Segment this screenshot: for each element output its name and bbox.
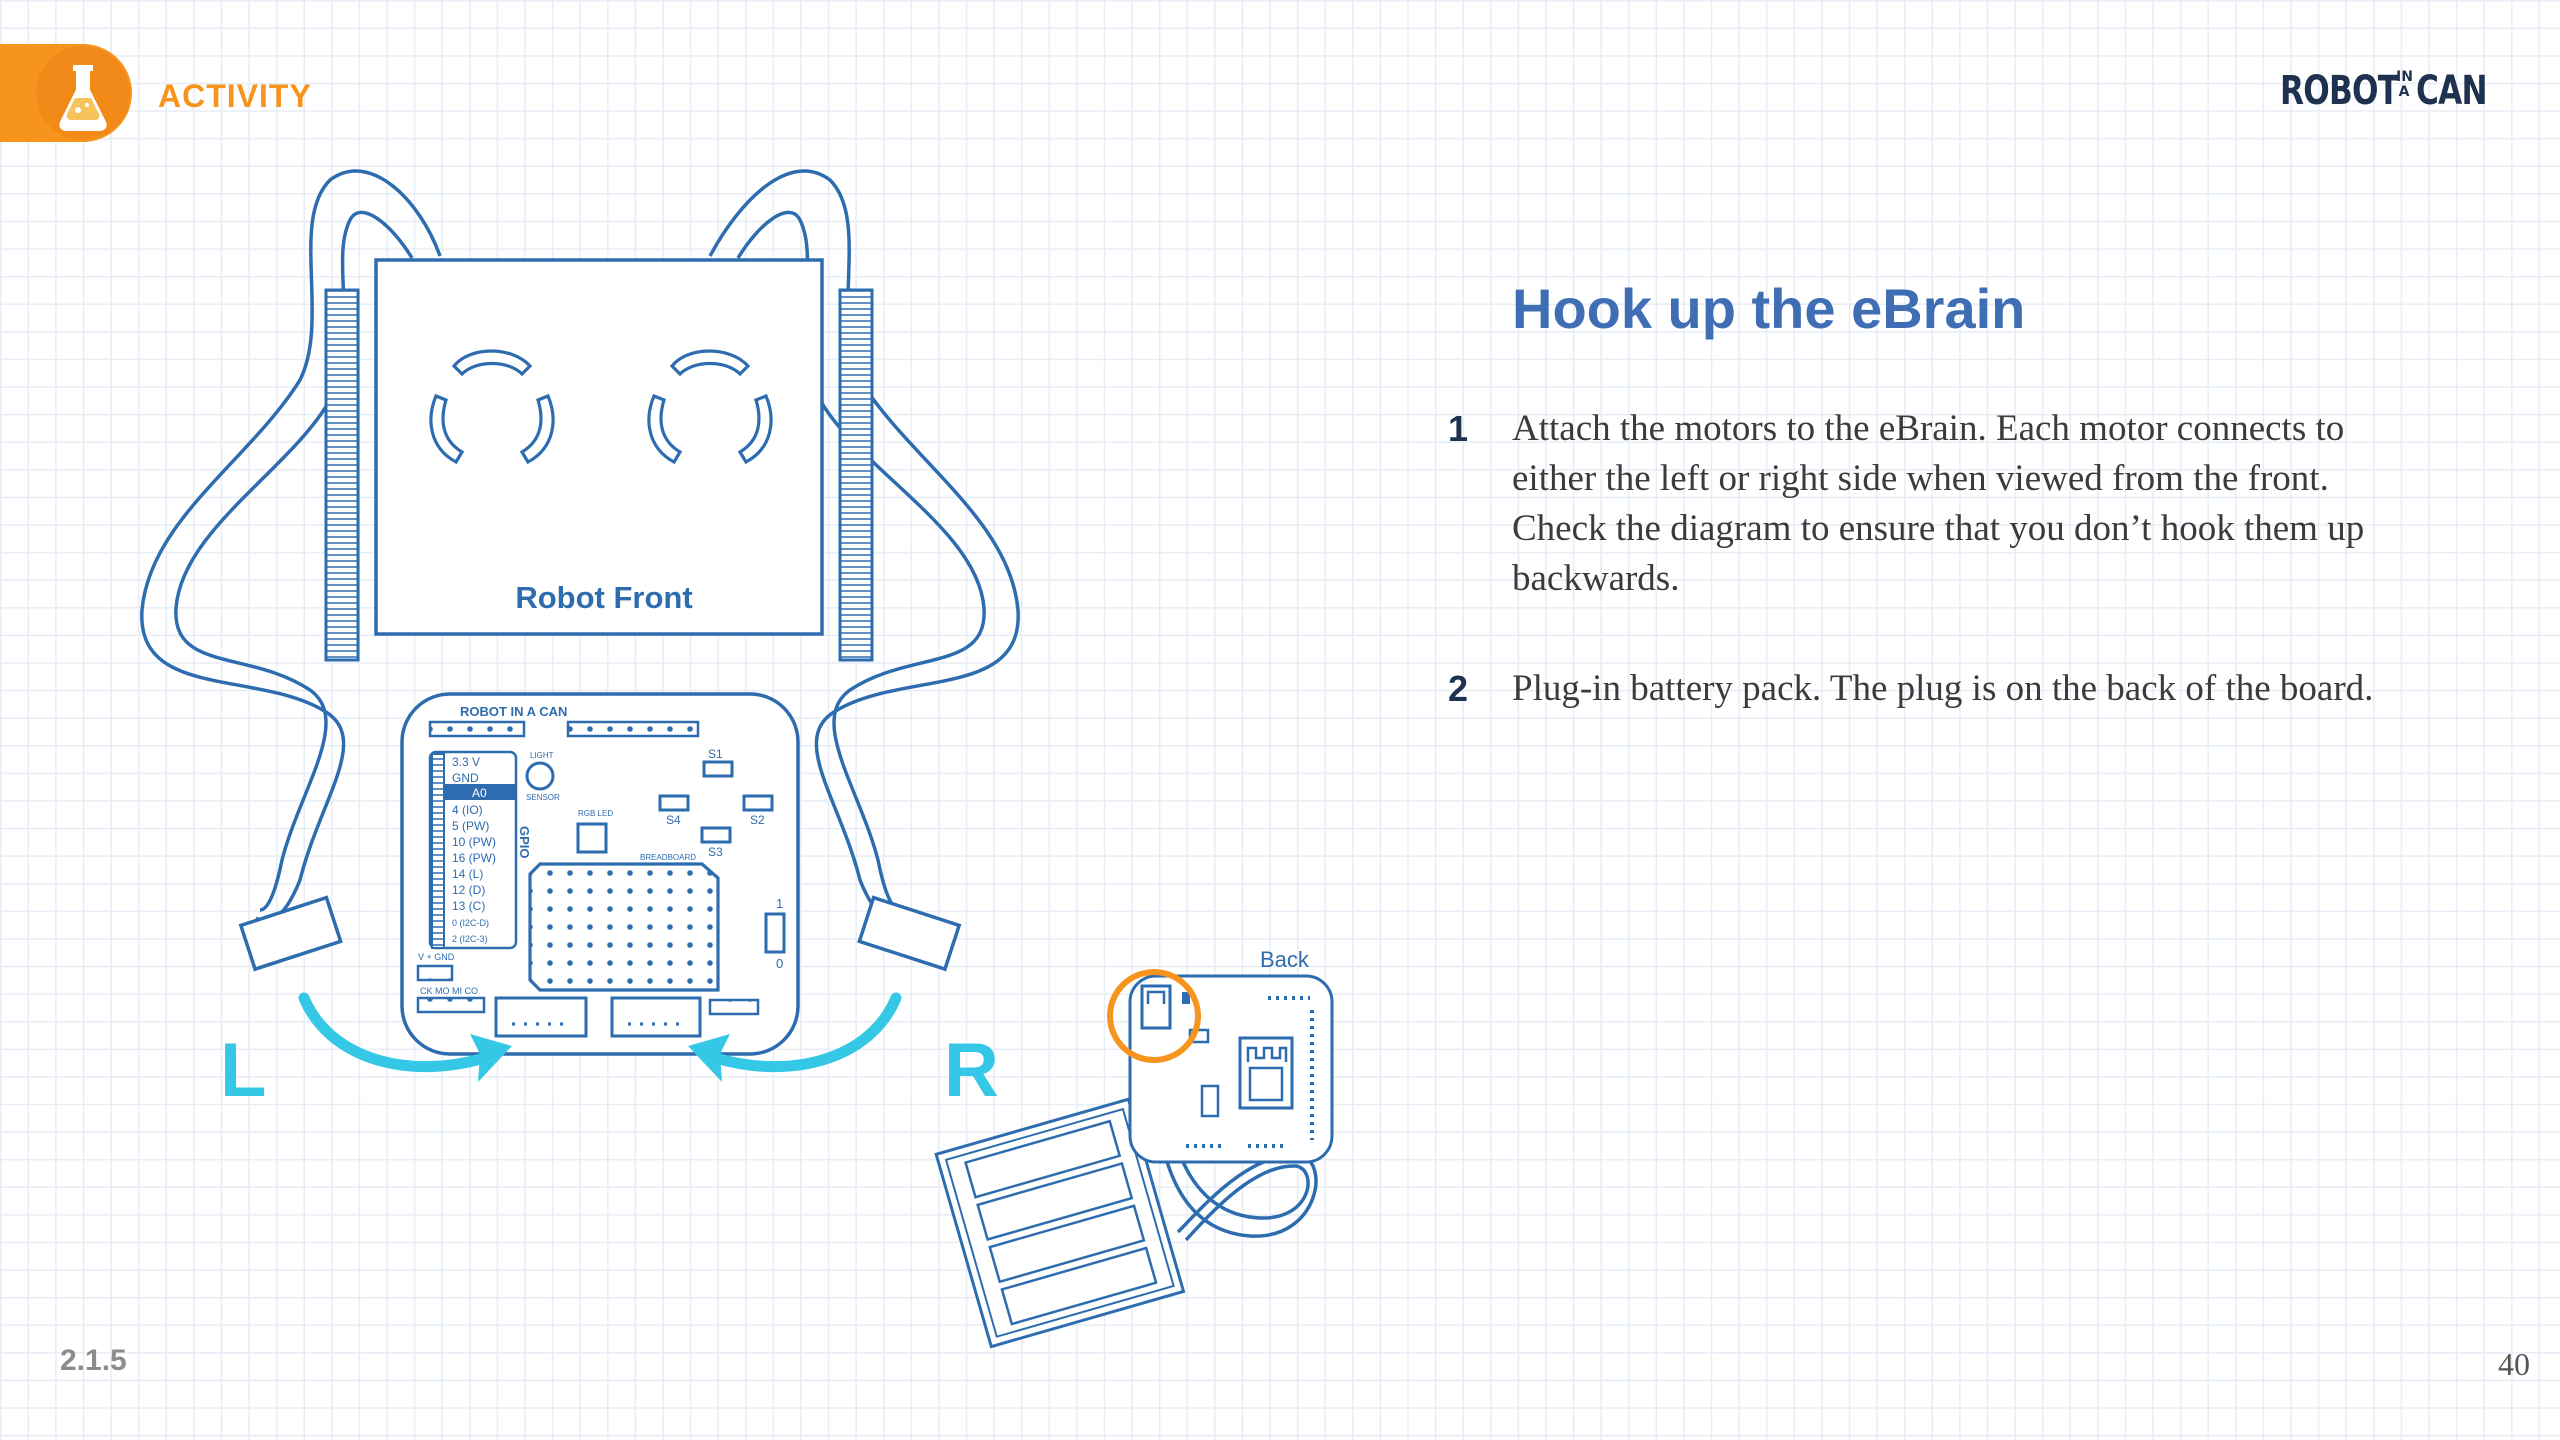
switch-s3	[700, 826, 732, 844]
gpio-label: GPIO	[517, 826, 532, 859]
right-motor-plug	[857, 895, 962, 972]
back-label: Back	[1260, 947, 1310, 972]
left-motor-plug	[238, 895, 343, 972]
left-arrowhead	[470, 1034, 512, 1082]
top-header-left	[428, 720, 526, 738]
aux-header	[708, 998, 760, 1016]
pin-label: 16 (PW)	[452, 851, 496, 865]
pin-sockets	[431, 753, 445, 949]
left-arrow	[298, 992, 490, 1073]
spi-header	[416, 996, 486, 1014]
switch-s4	[658, 794, 690, 812]
pin-label: 10 (PW)	[452, 835, 496, 849]
rgb-led	[576, 822, 608, 854]
power-toggle	[764, 912, 786, 954]
power-label: V + GND	[418, 952, 455, 962]
switch-label-s3: S3	[708, 845, 723, 859]
pin-label: GND	[452, 771, 479, 785]
pin-label: 5 (PW)	[452, 819, 489, 833]
section-label: ACTIVITY	[158, 78, 312, 114]
bottom-pin-label: CK MO MI CO	[420, 986, 478, 996]
pin-label: 3.3 V	[452, 755, 480, 769]
toggle-off-label: 0	[776, 956, 783, 971]
switch-label-s1: S1	[708, 747, 723, 761]
step-text: Attach the motors to the eBrain. Each mo…	[1512, 408, 2365, 599]
robot-front-label: Robot Front	[515, 580, 692, 615]
pin-label: 13 (C)	[452, 899, 485, 913]
brand-word-in-a: IN A	[2396, 69, 2413, 100]
toggle-on-label: 1	[776, 896, 783, 911]
board-back	[1128, 974, 1334, 1164]
battery-pack	[934, 1097, 1186, 1349]
a0-highlight	[432, 784, 516, 800]
small-ic	[1200, 1084, 1220, 1118]
left-tread	[324, 288, 360, 662]
left-label: L	[220, 1028, 266, 1113]
left-eye	[429, 349, 555, 465]
step-text: Plug-in battery pack. The plug is on the…	[1512, 668, 2374, 709]
breadboard-label: BREADBOARD	[640, 853, 696, 862]
switch-label-s4: S4	[666, 813, 681, 827]
pin-label: 2 (I2C-3)	[452, 934, 488, 944]
breadboard	[528, 862, 720, 992]
left-motor-wire	[140, 169, 442, 923]
step-number: 1	[1448, 408, 1469, 449]
brand-word-can: CAN	[2416, 68, 2488, 114]
step-1: 1 Attach the motors to the eBrain. Each …	[1448, 404, 2408, 614]
light-sensor	[525, 761, 555, 791]
right-eye	[647, 349, 773, 465]
back-dot	[1182, 992, 1190, 1004]
right-tread	[838, 288, 874, 662]
pin-labels: 3.3 V GND A0 4 (IO) 5 (PW) 10 (PW) 16 (P…	[452, 755, 496, 944]
rgb-led-label: RGB LED	[578, 809, 613, 818]
left-motor-port	[494, 996, 588, 1038]
light-label: LIGHT	[530, 751, 554, 760]
switch-s2	[742, 794, 774, 812]
board-title: ROBOT IN A CAN	[460, 704, 567, 719]
right-label: R	[944, 1028, 999, 1113]
power-header	[416, 964, 454, 982]
plug-highlight-circle	[1107, 969, 1201, 1063]
brand-word-robot: ROBOT	[2280, 68, 2399, 114]
brand-logo: ROBOT IN A CAN	[2280, 66, 2496, 116]
right-arrowhead	[688, 1034, 730, 1082]
sensor-label: SENSOR	[526, 793, 560, 802]
pin-label: 12 (D)	[452, 883, 485, 897]
right-arrow	[710, 992, 902, 1073]
switch-label-s2: S2	[750, 813, 765, 827]
top-header-right	[566, 720, 700, 738]
gpio-header	[428, 750, 518, 950]
pin-label: A0	[472, 786, 487, 800]
robot-wiring-diagram: Robot Front ROBOT IN A CAN 3.3 V GND A0 …	[140, 169, 1334, 1349]
step-number: 2	[1448, 668, 1469, 709]
pin-label: 4 (IO)	[452, 803, 483, 817]
right-motor-wire	[708, 169, 1020, 923]
plug-socket	[1146, 990, 1166, 1004]
switch-s1	[702, 760, 734, 778]
antenna-trace	[1246, 1046, 1288, 1062]
pin-label: 14 (L)	[452, 867, 483, 881]
pin-label: 0 (I2C-D)	[452, 918, 489, 928]
flask-badge	[34, 44, 132, 142]
flask-icon	[36, 46, 130, 140]
page-number: 40	[2498, 1346, 2530, 1382]
section-number: 2.1.5	[60, 1344, 127, 1377]
chip	[1248, 1066, 1284, 1102]
step-2: 2 Plug-in battery pack. The plug is on t…	[1448, 664, 2408, 774]
page-title: Hook up the eBrain	[1512, 277, 2026, 340]
right-motor-port	[610, 996, 702, 1038]
